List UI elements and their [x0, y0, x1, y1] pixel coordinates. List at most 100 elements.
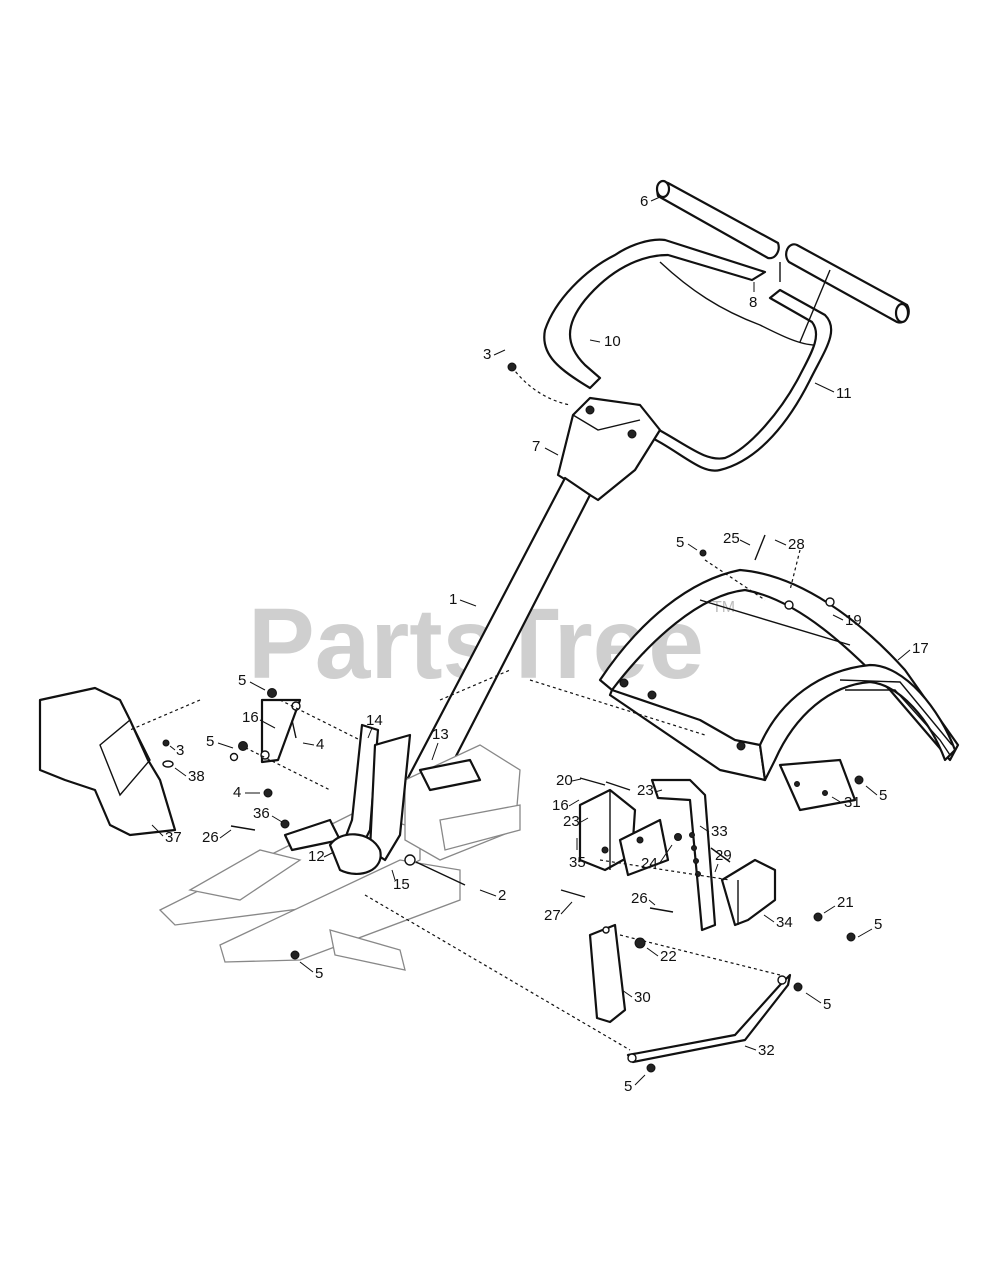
svg-text:32: 32	[758, 1042, 775, 1059]
callout-10: 10	[589, 333, 621, 350]
callout-4-upper: 4	[302, 736, 324, 753]
callout-24: 24	[641, 844, 673, 872]
callout-26-left: 26	[202, 829, 232, 846]
svg-text:7: 7	[532, 438, 540, 455]
svg-text:2: 2	[498, 887, 506, 904]
svg-text:5: 5	[206, 733, 214, 750]
svg-text:22: 22	[660, 948, 677, 965]
callout-36: 36	[253, 805, 283, 823]
callout-3-top: 3	[483, 346, 506, 363]
callout-34: 34	[763, 914, 793, 931]
handle-upper-bracket	[556, 396, 662, 502]
callout-28: 28	[774, 536, 805, 553]
callout-38: 38	[174, 767, 205, 785]
callout-7: 7	[532, 438, 559, 456]
svg-text:33: 33	[711, 823, 728, 840]
svg-text:5: 5	[315, 965, 323, 982]
callout-37: 37	[151, 824, 182, 846]
svg-text:24: 24	[641, 855, 658, 872]
svg-text:4: 4	[316, 736, 324, 753]
callout-3-left: 3	[169, 742, 184, 759]
depth-bar	[650, 778, 717, 932]
svg-text:13: 13	[432, 726, 449, 743]
callout-33: 33	[699, 823, 728, 840]
callout-16: 16	[242, 709, 276, 729]
svg-text:37: 37	[165, 829, 182, 846]
svg-text:28: 28	[788, 536, 805, 553]
svg-text:14: 14	[366, 712, 383, 729]
assembly-leaders	[129, 366, 801, 1051]
callout-30: 30	[621, 989, 651, 1006]
svg-text:31: 31	[844, 794, 861, 811]
svg-text:23: 23	[563, 813, 580, 830]
callout-8: 8	[749, 282, 757, 311]
svg-text:8: 8	[749, 294, 757, 311]
svg-text:26: 26	[202, 829, 219, 846]
callout-17: 17	[897, 640, 929, 661]
svg-text:34: 34	[776, 914, 793, 931]
callout-6: 6	[640, 193, 661, 210]
svg-text:10: 10	[604, 333, 621, 350]
callout-31: 31	[831, 794, 861, 811]
svg-text:38: 38	[188, 768, 205, 785]
svg-text:16: 16	[242, 709, 259, 726]
svg-text:20: 20	[556, 772, 573, 789]
svg-text:27: 27	[544, 907, 561, 924]
callout-2: 2	[479, 887, 506, 904]
svg-text:25: 25	[723, 530, 740, 547]
svg-text:19: 19	[845, 612, 862, 629]
callout-22: 22	[646, 947, 677, 965]
svg-text:36: 36	[253, 805, 270, 822]
callout-15: 15	[391, 869, 410, 893]
svg-text:23: 23	[637, 782, 654, 799]
svg-text:1: 1	[449, 591, 457, 608]
svg-text:16: 16	[552, 797, 569, 814]
svg-text:3: 3	[176, 742, 184, 759]
callout-labels: 6 8 10 3 11 7 5 25 28 1 19 17 5 16 14 4 …	[151, 193, 929, 1095]
svg-text:5: 5	[676, 534, 684, 551]
svg-text:5: 5	[624, 1078, 632, 1095]
tie-rod	[626, 973, 792, 1064]
callout-5-link: 5	[238, 672, 266, 691]
callout-5-bottom-left: 5	[299, 961, 323, 982]
callout-35: 35	[569, 838, 586, 871]
callout-20: 20	[556, 772, 582, 789]
callout-4-lower: 4	[233, 784, 260, 801]
drag-stake	[588, 923, 627, 1024]
hitch-bracket	[720, 858, 777, 927]
callout-11: 11	[814, 382, 852, 402]
callout-23-left: 23	[563, 813, 589, 830]
callout-27: 27	[544, 901, 573, 924]
svg-text:12: 12	[308, 848, 325, 865]
svg-text:6: 6	[640, 193, 648, 210]
callout-12: 12	[308, 848, 335, 865]
callout-32: 32	[744, 1042, 775, 1059]
svg-text:11: 11	[836, 385, 852, 402]
svg-text:5: 5	[879, 787, 887, 804]
callout-5-right: 5	[857, 916, 882, 938]
svg-text:5: 5	[874, 916, 882, 933]
svg-text:15: 15	[393, 876, 410, 893]
callout-25: 25	[723, 530, 751, 547]
callout-5-bottom: 5	[624, 1074, 646, 1095]
callout-5-fender: 5	[676, 534, 698, 551]
callout-21: 21	[823, 894, 854, 914]
side-shield-left	[38, 686, 177, 837]
callout-18: 16	[552, 797, 580, 814]
depth-adjust-assembly	[260, 698, 482, 875]
svg-text:5: 5	[238, 672, 246, 689]
handle-grip-right	[785, 243, 910, 324]
svg-text:21: 21	[837, 894, 854, 911]
callout-14: 14	[366, 712, 383, 739]
callout-13: 13	[431, 726, 449, 761]
svg-text:4: 4	[233, 784, 241, 801]
callout-19: 19	[832, 612, 862, 629]
svg-text:29: 29	[715, 847, 732, 864]
callout-5-shield: 5	[865, 785, 887, 804]
svg-text:5: 5	[823, 996, 831, 1013]
upper-handlebar	[543, 238, 833, 472]
callout-5-left: 5	[206, 733, 234, 750]
fasteners	[162, 362, 864, 1073]
